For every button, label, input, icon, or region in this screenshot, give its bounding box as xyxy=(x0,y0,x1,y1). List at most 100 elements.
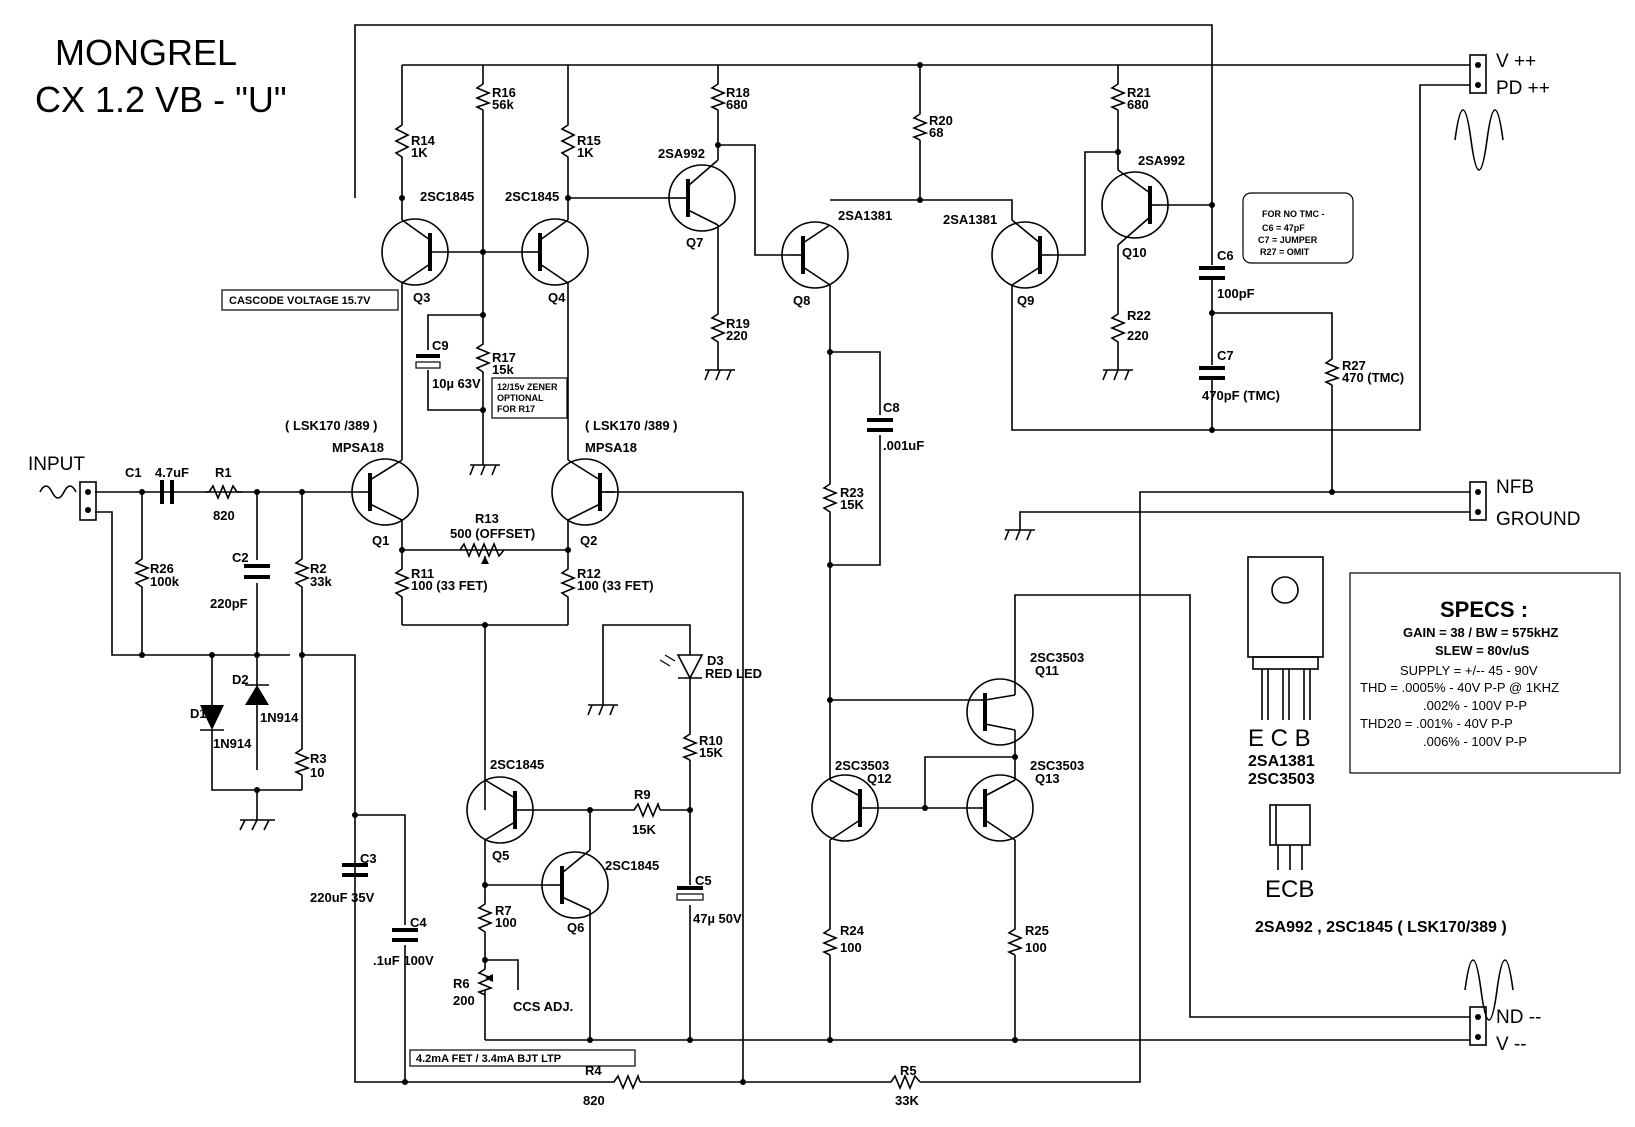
transistor-q1 xyxy=(351,458,419,526)
connector-vpp-label: V ++ xyxy=(1496,51,1536,72)
cascode-box xyxy=(221,289,399,311)
grounds xyxy=(239,369,1133,831)
label-d2: D2 xyxy=(232,672,249,687)
label-c5-value: 47µ 50V xyxy=(693,911,742,926)
label-q6-type: 2SC1845 xyxy=(605,858,659,873)
label-q12: Q12 xyxy=(867,771,892,786)
label-r5: R5 xyxy=(900,1063,917,1078)
transistors xyxy=(351,159,1169,919)
label-r11-value: 100 (33 FET) xyxy=(411,578,488,593)
label-c8: C8 xyxy=(883,400,900,415)
label-d1-value: 1N914 xyxy=(213,736,252,751)
label-q1: Q1 xyxy=(372,533,389,548)
ltp-note: 4.2mA FET / 3.4mA BJT LTP xyxy=(416,1053,561,1065)
label-r25: R25 xyxy=(1025,923,1049,938)
title-line1: MONGREL xyxy=(55,32,237,73)
label-r26-value: 100k xyxy=(150,574,180,589)
label-r1: R1 xyxy=(215,465,232,480)
label-q10-type: 2SA992 xyxy=(1138,153,1185,168)
label-r25-value: 100 xyxy=(1025,940,1047,955)
capacitors xyxy=(160,266,1225,942)
label-c2-value: 220pF xyxy=(210,596,248,611)
label-q7-type: 2SA992 xyxy=(658,146,705,161)
label-r15-value: 1K xyxy=(577,145,594,160)
cascode-note: CASCODE VOLTAGE 15.7V xyxy=(229,295,371,307)
connectors: INPUT V ++ PD ++ NFB GROUND ND -- V -- xyxy=(28,51,1580,1055)
label-r13-value: 500 (OFFSET) xyxy=(450,526,535,541)
label-d3-value: RED LED xyxy=(705,666,762,681)
label-r14: R14 xyxy=(411,133,436,148)
label-q12-type: 2SC3503 xyxy=(835,758,889,773)
pinout-ecb-1: E C B xyxy=(1248,725,1311,752)
label-r10: R10 xyxy=(699,733,723,748)
label-r2: R2 xyxy=(310,561,327,576)
label-c1-value: 4.7uF xyxy=(155,465,189,480)
label-q9-type: 2SA1381 xyxy=(943,212,997,227)
wiring xyxy=(95,24,1470,1083)
label-q13-type: 2SC3503 xyxy=(1030,758,1084,773)
specs-line-3: SUPPLY = +/-- 45 - 90V xyxy=(1400,663,1538,678)
zener-note-1: 12/15v ZENER xyxy=(497,382,558,392)
label-r9-value: 15K xyxy=(632,822,656,837)
label-q2: Q2 xyxy=(580,533,597,548)
label-r17-value: 15k xyxy=(492,362,514,377)
specs-line-4: THD = .0005% - 40V P-P @ 1KHZ xyxy=(1360,680,1559,695)
specs-line-1: GAIN = 38 / BW = 575kHZ xyxy=(1403,625,1558,640)
label-c4-value: .1uF 100V xyxy=(373,953,434,968)
label-q3-type: 2SC1845 xyxy=(420,189,474,204)
label-r4: R4 xyxy=(585,1063,602,1078)
connector-input-label: INPUT xyxy=(28,454,85,475)
label-q3: Q3 xyxy=(413,290,430,305)
tmc-note-1: FOR NO TMC - xyxy=(1262,209,1325,219)
label-r27: R27 xyxy=(1342,358,1366,373)
label-r20-value: 68 xyxy=(929,125,943,140)
label-q6: Q6 xyxy=(567,920,584,935)
label-q4-type: 2SC1845 xyxy=(505,189,559,204)
label-q2-type: MPSA18 xyxy=(585,440,637,455)
label-r5-value: 33K xyxy=(895,1093,919,1108)
label-q11-type: 2SC3503 xyxy=(1030,650,1084,665)
tmc-note-3: C7 = JUMPER xyxy=(1258,235,1318,245)
label-q7: Q7 xyxy=(686,235,703,250)
label-d1: D1 xyxy=(190,706,207,721)
label-r22: R22 xyxy=(1127,308,1151,323)
label-r20: R20 xyxy=(929,113,953,128)
label-c5: C5 xyxy=(695,873,712,888)
label-c2: C2 xyxy=(232,550,249,565)
label-q4: Q4 xyxy=(548,290,566,305)
label-r27-value: 470 (TMC) xyxy=(1342,370,1404,385)
label-q5: Q5 xyxy=(492,848,509,863)
label-c6: C6 xyxy=(1217,248,1234,263)
label-r11: R11 xyxy=(411,566,434,581)
label-r3-value: 10 xyxy=(310,765,324,780)
label-q2-alt: ( LSK170 /389 ) xyxy=(585,418,678,433)
label-q5-type: 2SC1845 xyxy=(490,757,544,772)
label-r23-value: 15K xyxy=(840,497,864,512)
label-r21: R21 xyxy=(1127,85,1151,100)
zener-box xyxy=(491,377,568,419)
label-r24-value: 100 xyxy=(840,940,862,955)
label-q10: Q10 xyxy=(1122,245,1147,260)
label-r16: R16 xyxy=(492,85,516,100)
label-r18: R18 xyxy=(726,85,750,100)
transistor-q3 xyxy=(381,218,449,286)
pinout-to92 xyxy=(1269,804,1311,870)
label-r22-value: 220 xyxy=(1127,328,1149,343)
ltp-box xyxy=(409,1049,636,1067)
label-c3: C3 xyxy=(360,851,377,866)
label-c7: C7 xyxy=(1217,348,1234,363)
label-r13: R13 xyxy=(475,511,499,526)
label-r24: R24 xyxy=(840,923,865,938)
transistor-q13 xyxy=(966,774,1034,842)
connector-nd-label: ND -- xyxy=(1496,1007,1541,1028)
label-r18-value: 680 xyxy=(726,97,748,112)
label-r7-value: 100 xyxy=(495,915,517,930)
label-q1-type: MPSA18 xyxy=(332,440,384,455)
specs-line-2: SLEW = 80v/uS xyxy=(1435,643,1530,658)
label-r21-value: 680 xyxy=(1127,97,1149,112)
label-c8-value: .001uF xyxy=(883,438,924,453)
label-r17: R17 xyxy=(492,350,516,365)
label-r6: R6 xyxy=(453,976,470,991)
pinout-to126 xyxy=(1247,556,1324,720)
label-r12-value: 100 (33 FET) xyxy=(577,578,654,593)
